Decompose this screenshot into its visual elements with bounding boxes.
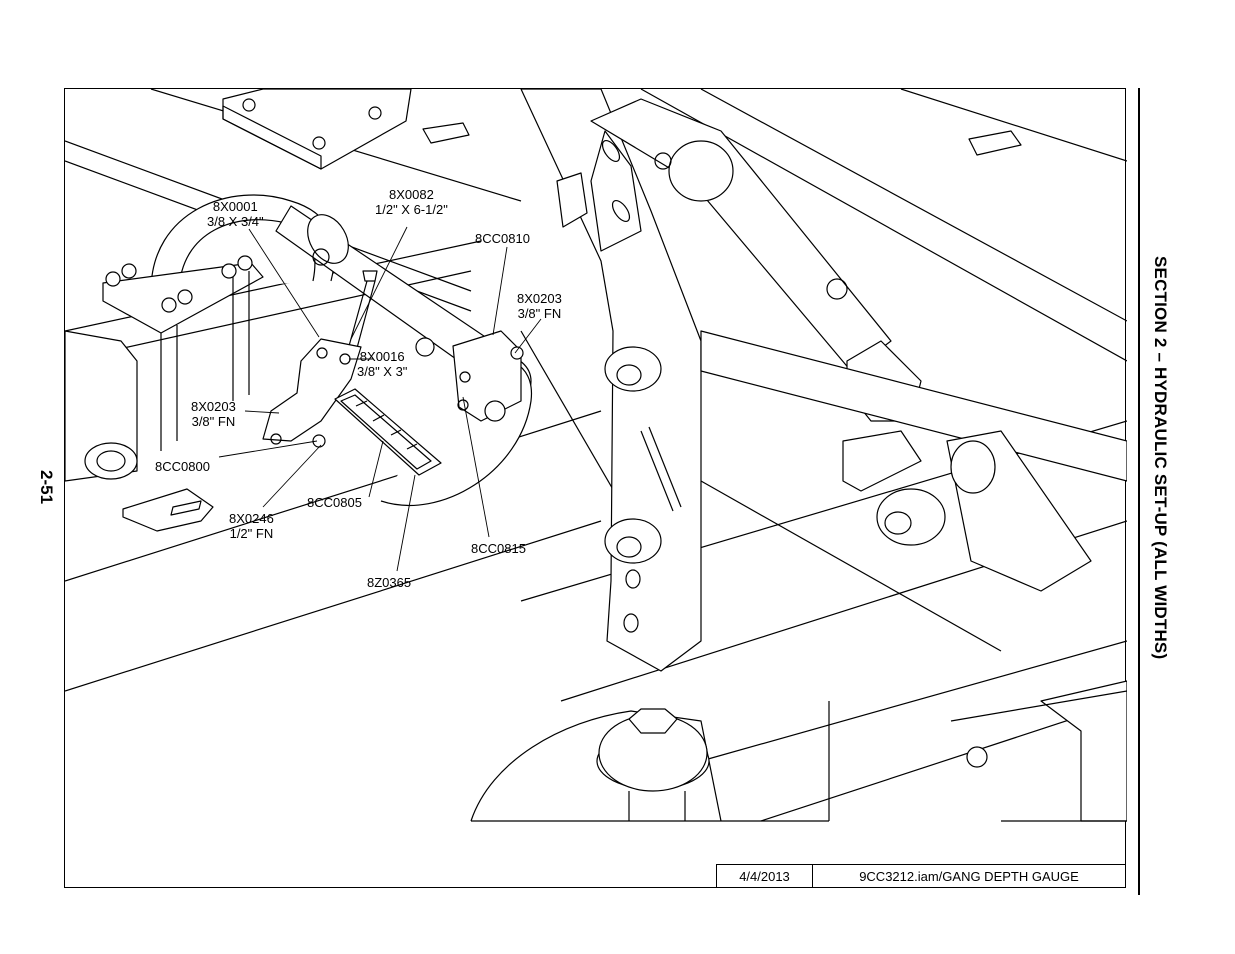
callout-part-number: 8X0246 bbox=[229, 511, 274, 526]
callout-8CC0815: 8CC0815 bbox=[471, 541, 526, 556]
lower-linkage bbox=[700, 330, 1127, 592]
gauge-bracket bbox=[262, 338, 362, 448]
callout-8Z0365: 8Z0365 bbox=[367, 575, 411, 590]
callout-part-number: 8X0001 bbox=[212, 199, 258, 214]
leader-lines bbox=[218, 226, 542, 572]
callout-8X0203-right: 8X0203 3/8" FN bbox=[517, 291, 562, 321]
mount-plate bbox=[222, 89, 1022, 170]
callout-part-number: 8X0082 bbox=[389, 187, 434, 202]
exploded-assembly-drawing bbox=[65, 89, 1127, 822]
callout-part-number: 8X0203 bbox=[517, 291, 562, 306]
section-title: SECTION 2 – HYDRAULIC SET-UP (ALL WIDTHS… bbox=[1151, 256, 1170, 660]
callout-spec: 3/8" FN bbox=[517, 306, 562, 321]
callout-spec: 3/8" X 3" bbox=[357, 364, 408, 379]
callout-8X0203-left: 8X0203 3/8" FN bbox=[191, 399, 236, 429]
callout-part-number: 8CC0815 bbox=[471, 541, 526, 556]
callout-spec: 3/8 X 3/4" bbox=[207, 214, 264, 229]
bottom-right-frame bbox=[950, 680, 1127, 822]
callout-8CC0805: 8CC0805 bbox=[307, 495, 362, 510]
callout-part-number: 8CC0800 bbox=[155, 459, 210, 474]
callout-part-number: 8CC0805 bbox=[307, 495, 362, 510]
callout-8X0246: 8X0246 1/2" FN bbox=[229, 511, 274, 541]
drawing-frame: 8X0001 3/8 X 3/4" 8X0082 1/2" X 6-1/2" 8… bbox=[64, 88, 1127, 888]
callout-8X0016: 8X0016 3/8" X 3" bbox=[357, 349, 407, 379]
page-number: 2-51 bbox=[37, 470, 56, 505]
drawing-file-name: 9CC3212.iam/GANG DEPTH GAUGE bbox=[859, 869, 1079, 884]
callout-8X0082: 8X0082 1/2" X 6-1/2" bbox=[375, 187, 448, 217]
margin-rule bbox=[1138, 88, 1140, 895]
title-block: 4/4/2013 9CC3212.iam/GANG DEPTH GAUGE bbox=[716, 864, 1126, 888]
gauge-handle bbox=[122, 488, 214, 532]
pivot-bracket bbox=[452, 330, 524, 422]
callout-part-number: 8X0016 bbox=[359, 349, 405, 364]
callout-8X0001: 8X0001 3/8 X 3/4" bbox=[207, 199, 264, 229]
callout-part-number: 8X0203 bbox=[191, 399, 236, 414]
gauge-scale-plate bbox=[334, 388, 442, 476]
left-tube bbox=[65, 330, 138, 482]
callout-part-number: 8Z0365 bbox=[367, 575, 412, 590]
callout-spec: 1/2" FN bbox=[229, 526, 274, 541]
drawing-date: 4/4/2013 bbox=[717, 865, 813, 888]
callout-spec: 3/8" FN bbox=[191, 414, 236, 429]
disc-blade bbox=[470, 701, 830, 822]
callout-spec: 1/2" X 6-1/2" bbox=[375, 202, 448, 217]
callout-8CC0810: 8CC0810 bbox=[475, 231, 530, 246]
callout-part-number: 8CC0810 bbox=[475, 231, 530, 246]
upright-arm bbox=[520, 89, 702, 672]
long-bolt bbox=[348, 270, 378, 349]
callout-8CC0800: 8CC0800 bbox=[155, 459, 210, 474]
